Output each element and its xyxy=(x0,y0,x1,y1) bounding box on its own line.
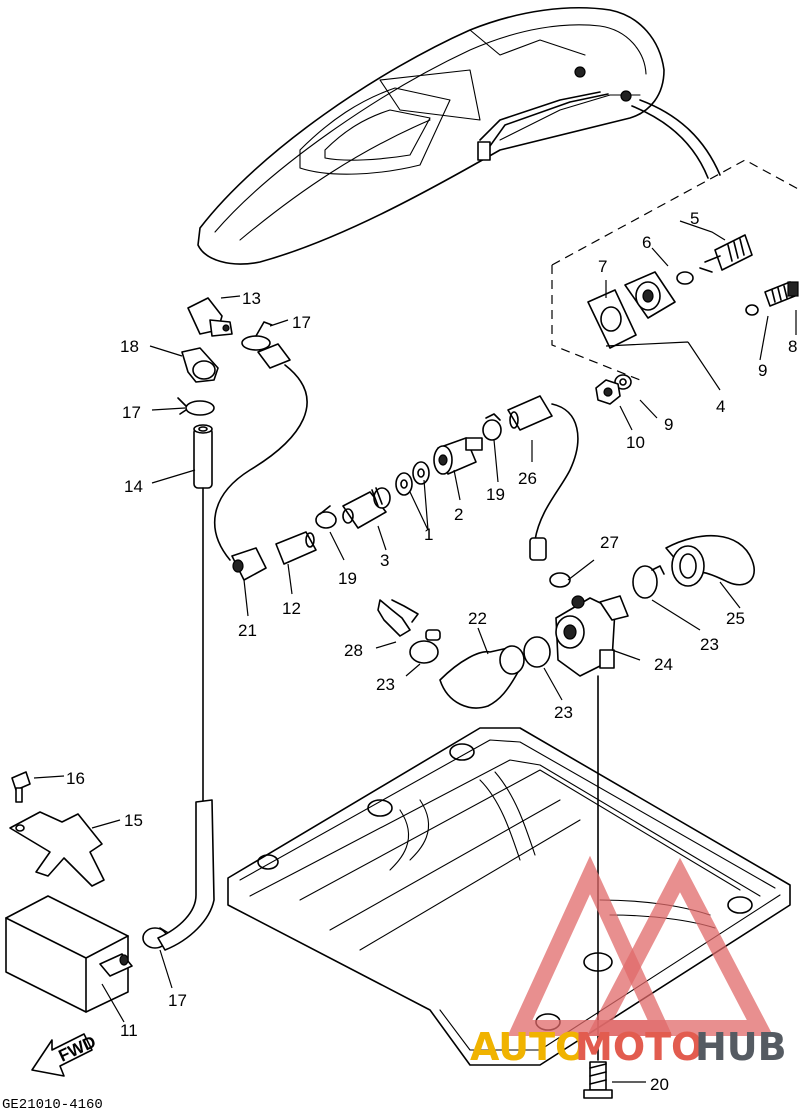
callout-23c: 23 xyxy=(376,675,395,694)
bracket-part-15 xyxy=(9,811,105,887)
fitting-plate-part-4 xyxy=(624,271,676,319)
callout-21: 21 xyxy=(238,621,257,640)
callout-7: 7 xyxy=(598,257,607,276)
callout-24: 24 xyxy=(654,655,673,674)
nipple-part-3 xyxy=(342,487,391,529)
callout-labels: 1 2 3 4 5 6 7 8 9 9 10 11 12 13 14 15 16… xyxy=(66,209,797,1094)
clamp-part-19a xyxy=(315,505,337,529)
callout-9b: 9 xyxy=(664,415,673,434)
callout-17b: 17 xyxy=(122,403,141,422)
hose-part-21 xyxy=(231,547,267,581)
bolt-part-16 xyxy=(11,771,31,803)
clamp-part-17b xyxy=(177,397,215,416)
hose-end-upper xyxy=(257,343,291,369)
callout-16: 16 xyxy=(66,769,85,788)
callout-19b: 19 xyxy=(338,569,357,588)
callout-22: 22 xyxy=(468,609,487,628)
washer-part-9b xyxy=(614,374,632,390)
callout-19a: 19 xyxy=(486,485,505,504)
hose-lower-bend xyxy=(157,799,215,951)
fitting-part-2 xyxy=(433,437,483,475)
breather-subassembly xyxy=(551,159,800,381)
hose-part-12 xyxy=(275,531,317,565)
clip-part-28 xyxy=(377,599,419,637)
clamp-part-23a xyxy=(632,565,665,599)
callout-23b: 23 xyxy=(554,703,573,722)
clamp-part-19b xyxy=(482,413,502,441)
clamp-part-23c xyxy=(409,629,441,664)
watermark-auto: AUTO xyxy=(470,1025,587,1069)
gasket-part-7 xyxy=(587,289,637,349)
o-ring-part-6 xyxy=(676,271,694,285)
callout-4: 4 xyxy=(716,397,725,416)
callout-6: 6 xyxy=(642,233,651,252)
callout-26: 26 xyxy=(518,469,537,488)
callout-18: 18 xyxy=(120,337,139,356)
callout-1: 1 xyxy=(424,525,433,544)
drawing-code: GE21010-4160 xyxy=(2,1097,103,1112)
valve-part-5 xyxy=(699,234,753,273)
clamp-part-27 xyxy=(549,572,571,588)
callout-10: 10 xyxy=(626,433,645,452)
leader-lines xyxy=(33,220,797,1083)
callout-12: 12 xyxy=(282,599,301,618)
callout-3: 3 xyxy=(380,551,389,570)
callout-17a: 17 xyxy=(292,313,311,332)
callout-27: 27 xyxy=(600,533,619,552)
elbow-fitting-part-13 xyxy=(187,297,233,337)
clamp-part-23b xyxy=(523,636,551,668)
elbow-hose-part-25 xyxy=(665,534,755,587)
bolt-part-20 xyxy=(583,1061,613,1099)
callout-5: 5 xyxy=(690,209,699,228)
valve-body-part-24 xyxy=(555,595,629,677)
elbow-hose-part-22 xyxy=(439,645,525,709)
callout-28: 28 xyxy=(344,641,363,660)
callout-20: 20 xyxy=(650,1075,669,1094)
callout-14: 14 xyxy=(124,477,143,496)
watermark-moto: MOTO xyxy=(575,1025,703,1069)
fwd-direction-arrow xyxy=(31,1033,93,1077)
callout-2: 2 xyxy=(454,505,463,524)
clamp-part-18 xyxy=(181,347,219,383)
engine-bed-frame xyxy=(227,727,791,1066)
callout-9a: 9 xyxy=(758,361,767,380)
washer-part-9a xyxy=(745,304,759,316)
hose-part-26 xyxy=(507,395,579,561)
bolt-part-8 xyxy=(764,281,799,307)
callout-13: 13 xyxy=(242,289,261,308)
callout-8: 8 xyxy=(788,337,797,356)
canister-part-11 xyxy=(5,895,133,1013)
watermark-logo: AUTO MOTO HUB xyxy=(470,855,787,1069)
hose-part-14 xyxy=(193,424,213,489)
callout-15: 15 xyxy=(124,811,143,830)
callout-11: 11 xyxy=(120,1021,138,1040)
callout-17c: 17 xyxy=(168,991,187,1010)
hull-top-deck xyxy=(197,6,721,265)
callout-23a: 23 xyxy=(700,635,719,654)
washers-part-1 xyxy=(395,461,430,496)
nut-part-10 xyxy=(595,379,621,405)
watermark-hub: HUB xyxy=(695,1025,787,1069)
clamp-part-17a xyxy=(241,321,273,351)
callout-25: 25 xyxy=(726,609,745,628)
vent-hose-upper xyxy=(213,364,308,561)
